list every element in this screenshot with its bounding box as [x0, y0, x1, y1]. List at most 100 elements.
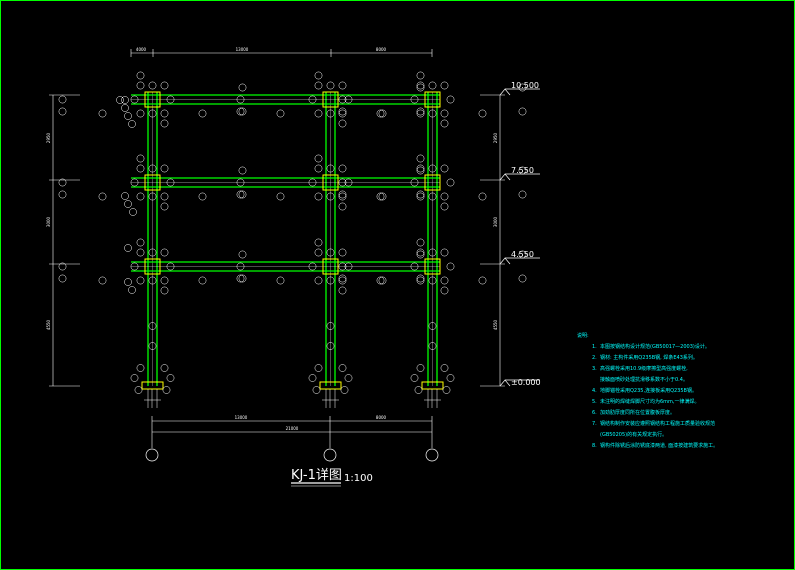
part-tag-balloon	[344, 262, 353, 271]
part-tag-balloon	[416, 81, 425, 90]
part-tag-balloon	[410, 178, 419, 187]
part-tag-balloon	[136, 276, 145, 285]
part-tag-balloon	[326, 322, 335, 330]
part-tag-balloon	[314, 81, 323, 90]
part-tag-balloon	[134, 386, 143, 394]
part-tag-balloon	[338, 164, 347, 173]
part-tag-balloon	[160, 119, 169, 128]
part-tag-balloon	[518, 274, 527, 283]
part-tag-balloon	[148, 109, 157, 118]
part-tag-balloon	[338, 274, 347, 283]
part-tag-balloon	[58, 190, 67, 199]
note-text: (GB50205)的有关规定执行。	[600, 431, 667, 438]
part-tag-balloon	[416, 83, 425, 92]
part-tag-balloon	[326, 164, 335, 173]
part-tag-balloon	[314, 276, 323, 285]
part-tag-balloon	[440, 119, 449, 128]
part-tag-balloon	[376, 276, 385, 285]
part-tag-balloon	[344, 374, 353, 382]
top-dim-3: 8000	[376, 47, 387, 52]
part-tag-balloon	[416, 166, 425, 175]
part-tag-balloon	[98, 192, 107, 201]
part-tag-balloon	[414, 386, 423, 394]
note-text: 钢结构制作安装应遵照钢结构工程施工质量验收规范	[600, 420, 715, 427]
left-dim-3: 4550	[46, 319, 51, 330]
part-tag-balloon	[148, 81, 157, 90]
level-label: ±0.000	[511, 378, 541, 387]
part-tag-balloon	[238, 274, 247, 283]
part-tag-balloon	[166, 95, 175, 104]
grid-axis-bubbles	[145, 448, 439, 462]
part-tag-balloon	[58, 107, 67, 116]
part-tag-balloon	[338, 109, 347, 118]
part-tag-balloon	[198, 192, 207, 201]
part-tag-balloon	[338, 190, 347, 199]
note-number: 5.	[592, 399, 597, 405]
top-dimension	[130, 49, 433, 57]
part-tag-balloon	[314, 71, 323, 80]
part-tag-balloon	[344, 95, 353, 104]
part-tag-balloon	[326, 81, 335, 90]
part-tag-balloon	[314, 154, 323, 163]
part-tag-balloon	[98, 276, 107, 285]
left-dimension	[49, 94, 80, 387]
part-tag-balloon	[314, 192, 323, 201]
right-dim-3: 4550	[493, 319, 498, 330]
part-tag-balloon	[130, 262, 139, 271]
part-tag-balloon	[124, 278, 132, 286]
beams	[131, 94, 440, 272]
notes-list: 1.本图按钢结构设计规范(GB50017—2003)设计。2.钢材: 主构件采用…	[592, 343, 718, 449]
part-tag-balloon	[58, 178, 67, 187]
part-tag-balloon	[416, 154, 425, 163]
part-tag-balloon	[440, 192, 449, 201]
part-tag-balloon	[166, 374, 175, 382]
part-tag-balloon	[136, 154, 145, 163]
part-tag-balloon	[440, 81, 449, 90]
part-tag-balloon	[136, 164, 145, 173]
part-tag-balloon	[314, 164, 323, 173]
part-tag-balloon	[428, 164, 437, 173]
part-tag-balloon	[446, 374, 455, 382]
part-tag-balloon	[198, 276, 207, 285]
beam-centerlines	[131, 99, 440, 267]
part-tag-balloon	[440, 286, 449, 295]
part-tag-balloon	[338, 107, 347, 116]
part-tag-balloon	[440, 202, 449, 211]
part-tag-balloon	[518, 190, 527, 199]
part-tag-balloon	[446, 262, 455, 271]
part-tag-balloon	[136, 192, 145, 201]
part-tag-balloon	[410, 262, 419, 271]
part-tag-balloon	[308, 178, 317, 187]
note-text: 钢材: 主构件采用Q235B钢, 焊条E43系列。	[600, 354, 698, 361]
left-dim-2: 3000	[46, 216, 51, 227]
part-tag-balloon	[440, 276, 449, 285]
part-tag-balloon	[440, 364, 449, 372]
part-tag-balloon	[308, 262, 317, 271]
part-tag-balloon	[98, 109, 107, 118]
note-number: 1.	[592, 344, 597, 350]
part-tag-balloon	[518, 166, 527, 175]
part-tag-balloon	[410, 95, 419, 104]
part-tag-balloon	[58, 95, 67, 104]
part-tag-balloon	[236, 274, 245, 283]
part-tag-balloon	[136, 71, 145, 80]
part-tag-balloon	[416, 250, 425, 259]
part-tag-balloon	[148, 164, 157, 173]
part-tag-balloon	[129, 208, 137, 216]
part-tag-balloon	[428, 276, 437, 285]
part-tag-balloon	[160, 164, 169, 173]
part-tag-balloon	[416, 274, 425, 283]
drawing-scale: 1:100	[344, 473, 373, 484]
note-number: 8.	[592, 443, 597, 449]
part-tag-balloon	[416, 71, 425, 80]
part-tag-balloon	[340, 386, 349, 394]
right-dim-1: 2950	[493, 132, 498, 143]
part-tag-balloon	[378, 276, 387, 285]
part-tag-balloon	[428, 109, 437, 118]
part-tag-balloon	[314, 248, 323, 257]
level-label: 7.550	[511, 166, 534, 175]
part-tag-balloon	[312, 386, 321, 394]
part-tag-balloon	[136, 248, 145, 257]
part-tag-balloon	[276, 276, 285, 285]
